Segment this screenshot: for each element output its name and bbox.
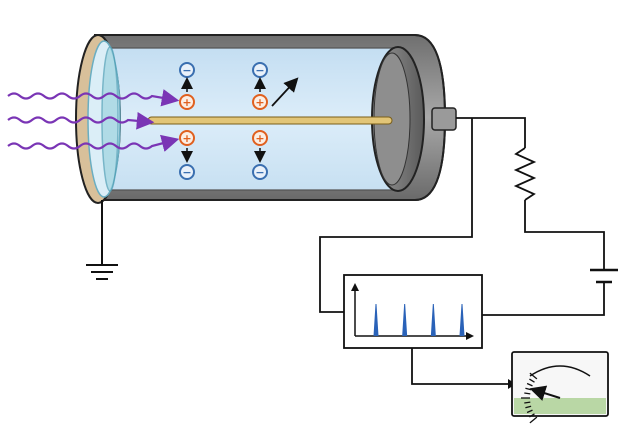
positive-ion [252, 94, 268, 110]
positive-ion [252, 130, 268, 146]
negative-ion-sign: − [182, 166, 191, 179]
negative-ion-sign: − [255, 166, 264, 179]
oscilloscope-icon [343, 274, 483, 349]
meter-tick [529, 378, 535, 383]
circuit-wires [319, 117, 605, 385]
signal-pulse [373, 303, 379, 337]
ion-pair: − + [252, 62, 299, 110]
scattered-particle-arrow [271, 77, 299, 107]
ion-pair: + − [252, 130, 268, 180]
meter-tick [526, 382, 533, 387]
radiation-ray-icon [7, 134, 180, 152]
positive-ion-sign: + [182, 132, 191, 145]
positive-ion-sign: + [255, 96, 264, 109]
ion-pair: − + [179, 62, 195, 110]
anode-wire [147, 116, 393, 125]
signal-pulse [430, 303, 436, 337]
meter-tick [526, 409, 533, 414]
ground-symbol-icon [86, 200, 118, 280]
meter-needle [529, 385, 561, 401]
positive-ion-sign: + [255, 132, 264, 145]
positive-ion [179, 94, 195, 110]
chamber-connector [431, 107, 457, 131]
ion-pairs: − + − + + − + − [179, 62, 299, 180]
radiation-rays [7, 89, 180, 152]
negative-ion [252, 164, 268, 180]
meter-scale-band [514, 398, 606, 414]
positive-ion [179, 130, 195, 146]
radiation-ray-icon [7, 89, 180, 107]
analog-meter-icon [511, 351, 609, 424]
signal-pulse [402, 303, 408, 337]
meter-tick [529, 416, 538, 424]
resistor-icon [513, 147, 537, 201]
meter-tick [525, 405, 532, 409]
ion-pair: + − [179, 130, 195, 180]
meter-tick [524, 401, 531, 404]
meter-tick [524, 392, 531, 395]
negative-ion-sign: − [255, 64, 264, 77]
negative-ion [179, 164, 195, 180]
signal-pulse [459, 303, 465, 337]
radiation-ray-icon [7, 112, 155, 130]
negative-ion-sign: − [182, 64, 191, 77]
signal-pulses [373, 303, 465, 337]
positive-ion-sign: + [182, 96, 191, 109]
meter-ticks [521, 372, 538, 424]
battery-icon [590, 268, 618, 284]
meter-tick [529, 372, 538, 380]
meter-tick [529, 413, 535, 418]
